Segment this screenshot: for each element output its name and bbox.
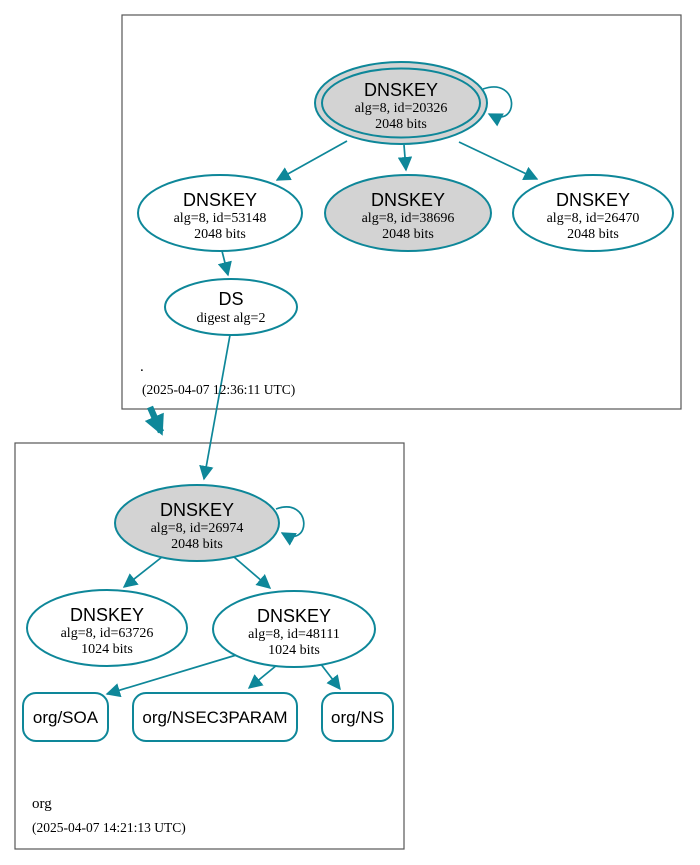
node-detail: digest alg=2 [197, 311, 266, 326]
edge-key48111-to-ns [319, 662, 341, 691]
node-size: 1024 bits [268, 643, 320, 658]
edge-ds-to-org-ksk [199, 334, 231, 481]
node-dnskey-53148[interactable]: DNSKEY alg=8, id=53148 2048 bits [137, 174, 303, 252]
edge-delegation-root-to-org [144, 405, 164, 436]
zone-box-org [14, 442, 405, 850]
node-dnskey-20326[interactable]: DNSKEY alg=8, id=20326 2048 bits [314, 61, 513, 145]
node-title: DNSKEY [364, 80, 438, 100]
self-loop-ksk-26974 [275, 506, 305, 546]
edge-ksk20326-to-key38696 [397, 144, 413, 172]
node-detail: alg=8, id=38696 [362, 211, 455, 226]
node-detail: alg=8, id=20326 [355, 101, 448, 116]
node-dnskey-38696[interactable]: DNSKEY alg=8, id=38696 2048 bits [324, 174, 492, 252]
node-title: DNSKEY [160, 500, 234, 520]
zone-timestamp-root: (2025-04-07 12:36:11 UTC) [142, 382, 295, 397]
zone-timestamp-org: (2025-04-07 14:21:13 UTC) [32, 820, 186, 835]
node-title: DNSKEY [70, 605, 144, 625]
node-rrset-org-soa[interactable]: org/SOA [22, 692, 109, 742]
edge-ksk26974-to-key48111 [233, 556, 272, 589]
node-size: 2048 bits [375, 117, 427, 132]
zone-label-root: . [140, 359, 144, 375]
edge-key48111-to-nsec3param [247, 664, 278, 689]
rrset-label: org/NSEC3PARAM [142, 708, 287, 727]
node-title: DNSKEY [371, 190, 445, 210]
rrset-label: org/SOA [33, 708, 99, 727]
node-dnskey-26470[interactable]: DNSKEY alg=8, id=26470 2048 bits [512, 174, 674, 252]
node-title: DNSKEY [257, 606, 331, 626]
node-detail: alg=8, id=26470 [547, 211, 640, 226]
node-rrset-org-ns[interactable]: org/NS [321, 692, 394, 742]
node-title: DNSKEY [556, 190, 630, 210]
node-dnskey-63726[interactable]: DNSKEY alg=8, id=63726 1024 bits [26, 589, 188, 667]
self-loop-ksk-20326 [482, 86, 513, 127]
node-dnskey-48111[interactable]: DNSKEY alg=8, id=48111 1024 bits [212, 590, 376, 668]
rrset-label: org/NS [331, 708, 384, 727]
zone-label-org: org [32, 796, 52, 812]
node-title: DNSKEY [183, 190, 257, 210]
edge-ksk20326-to-key53148 [275, 140, 348, 181]
node-size: 2048 bits [567, 227, 619, 242]
node-detail: alg=8, id=26974 [151, 521, 244, 536]
node-dnskey-26974[interactable]: DNSKEY alg=8, id=26974 2048 bits [114, 484, 305, 562]
edge-ksk26974-to-key63726 [122, 556, 163, 588]
zone-box-root [121, 14, 682, 410]
node-size: 1024 bits [81, 642, 133, 657]
edge-key53148-to-ds [217, 250, 232, 277]
edge-ksk20326-to-key26470 [458, 141, 539, 180]
node-detail: alg=8, id=53148 [174, 211, 267, 226]
node-size: 2048 bits [171, 537, 223, 552]
node-ds[interactable]: DS digest alg=2 [164, 278, 298, 336]
node-detail: alg=8, id=48111 [248, 627, 340, 642]
node-size: 2048 bits [382, 227, 434, 242]
node-size: 2048 bits [194, 227, 246, 242]
node-title: DS [218, 289, 243, 309]
node-rrset-org-nsec3param[interactable]: org/NSEC3PARAM [132, 692, 298, 742]
edge-key48111-to-soa [105, 652, 244, 698]
node-detail: alg=8, id=63726 [61, 626, 154, 641]
